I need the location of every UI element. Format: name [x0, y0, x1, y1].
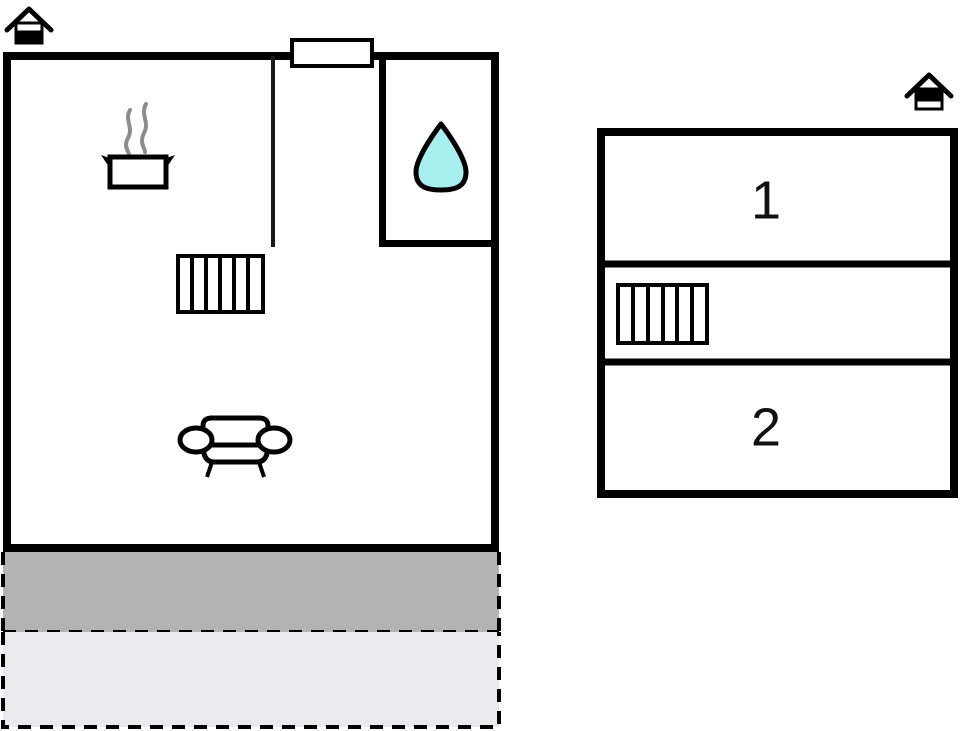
house-icon-lower-half — [914, 98, 944, 111]
cooking-pot-icon — [101, 102, 175, 190]
house-icon-upper-half — [914, 87, 944, 102]
pot-steam-left — [124, 108, 132, 157]
window-opening-frame — [290, 38, 374, 68]
sofa-armrest-left — [177, 425, 215, 455]
sofa-leg-left — [205, 461, 214, 478]
upper-floor-room-label-2: 2 — [751, 397, 781, 457]
sofa-armrest-right — [255, 425, 293, 455]
window-top-wall — [290, 38, 374, 68]
sofa-seat-body — [200, 442, 271, 465]
house-icon-lower-half — [14, 30, 44, 45]
bathroom-room — [379, 56, 495, 247]
ground-floor-group — [1, 6, 501, 729]
upper-floor-room-label-1: 1 — [751, 170, 781, 230]
house-icon-roof — [904, 72, 954, 99]
pot-body — [107, 154, 169, 190]
bathroom-wall-left — [379, 56, 386, 247]
terrace-lower-fill — [3, 632, 499, 727]
sofa-leg-right — [257, 461, 266, 478]
water-droplet-icon — [413, 121, 469, 193]
terrace-lower — [1, 632, 501, 729]
terrace-lower-border — [1, 632, 501, 729]
radiator-icon-upper — [616, 283, 709, 345]
house-orientation-marker-top-left — [4, 6, 54, 45]
terrace-upper-fill — [3, 552, 499, 632]
sofa-icon — [177, 415, 293, 478]
droplet-shape — [413, 121, 469, 193]
house-icon-roof — [4, 6, 54, 33]
upper-floor-group: 1 2 — [597, 72, 958, 498]
pot-steam-right — [140, 102, 148, 154]
sofa-backrest — [200, 415, 271, 439]
radiator-icon-main — [176, 254, 265, 314]
house-orientation-marker-top-right — [904, 72, 954, 111]
partition-wall-vertical — [271, 56, 275, 247]
bathroom-wall-bottom — [379, 240, 495, 247]
window-opening-fill — [292, 40, 372, 66]
terrace-upper — [1, 552, 501, 634]
